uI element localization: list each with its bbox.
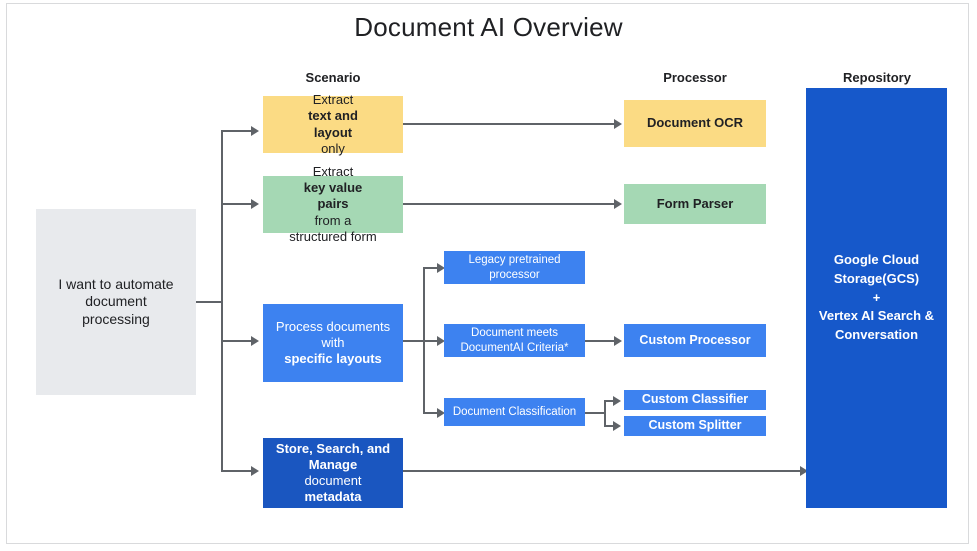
arrowhead-repository (800, 466, 808, 476)
connector-classification-spine (604, 400, 606, 427)
arrowhead-document-criteria (437, 336, 445, 346)
node-extract-key-value-pairs[interactable]: Extract key value pairs from a structure… (263, 164, 403, 244)
connector-to-custom-splitter (604, 425, 616, 427)
user-goal-line-2: document (85, 293, 147, 310)
custom-splitter-label: Custom Splitter (648, 418, 742, 433)
connector-input-to-scenario-1 (221, 130, 251, 132)
arrowhead-scenario-4 (251, 466, 259, 476)
scenario-4-line-2: Manage document (304, 456, 362, 488)
node-document-classification[interactable]: Document Classification (444, 398, 585, 426)
custom-classifier-label: Custom Classifier (641, 392, 749, 407)
legacy-processor-line-1: Legacy pretrained (468, 254, 561, 267)
arrowhead-document-ocr (614, 119, 622, 129)
document-criteria-line-2: DocumentAI Criteria* (460, 341, 569, 354)
arrowhead-legacy-processor (437, 263, 445, 273)
connector-criteria-to-custom-processor (585, 340, 614, 342)
connector-input-to-scenario-3 (221, 340, 251, 342)
custom-processor-label: Custom Processor (639, 332, 751, 347)
connector-input-stub (196, 301, 223, 303)
repository-line-3: + (872, 289, 881, 305)
node-document-meets-criteria[interactable]: Document meets DocumentAI Criteria* (444, 324, 585, 357)
connector-to-legacy-processor (423, 267, 441, 269)
node-user-goal[interactable]: I want to automate document processing (36, 209, 196, 395)
node-repository[interactable]: Google Cloud Storage(GCS) + Vertex AI Se… (806, 88, 947, 508)
node-extract-text-layout[interactable]: Extract text and layout only (263, 92, 403, 156)
connector-to-document-criteria (423, 340, 441, 342)
connector-to-custom-classifier (604, 400, 616, 402)
document-criteria-line-1: Document meets (471, 327, 558, 340)
arrowhead-scenario-2 (251, 199, 259, 209)
connector-store-to-repository (403, 470, 803, 472)
connector-scenario3-stub (403, 340, 425, 342)
scenario-2-line-2: pairs from a (314, 196, 352, 228)
user-goal-line-1: I want to automate (58, 275, 174, 292)
arrowhead-custom-processor (614, 336, 622, 346)
node-document-ocr[interactable]: Document OCR (624, 100, 766, 147)
scenario-2-line-3: structured form (289, 228, 377, 244)
scenario-2-line-1: Extract key value (303, 163, 363, 196)
arrowhead-scenario-3 (251, 336, 259, 346)
scenario-4-line-1: Store, Search, and (275, 440, 391, 456)
user-goal-line-3: processing (82, 310, 150, 327)
repository-line-5: Conversation (834, 327, 919, 343)
node-legacy-pretrained-processor[interactable]: Legacy pretrained processor (444, 251, 585, 284)
repository-line-4: Vertex AI Search & (818, 308, 935, 324)
node-form-parser[interactable]: Form Parser (624, 184, 766, 224)
node-custom-processor[interactable]: Custom Processor (624, 324, 766, 357)
scenario-1-line-2: layout only (313, 124, 353, 156)
connector-scenario1-to-document-ocr (403, 123, 614, 125)
arrowhead-form-parser (614, 199, 622, 209)
arrowhead-custom-classifier (613, 396, 621, 406)
connector-to-document-classification (423, 412, 441, 414)
scenario-4-line-3: metadata (304, 489, 362, 505)
column-header-repository: Repository (843, 70, 911, 85)
column-header-processor: Processor (663, 70, 727, 85)
page-title: Document AI Overview (354, 12, 623, 42)
node-custom-splitter[interactable]: Custom Splitter (624, 416, 766, 436)
scenario-1-line-1: Extract text and (308, 92, 358, 124)
arrowhead-scenario-1 (251, 126, 259, 136)
document-ocr-label: Document OCR (646, 115, 744, 131)
node-custom-classifier[interactable]: Custom Classifier (624, 390, 766, 410)
form-parser-label: Form Parser (656, 195, 734, 211)
repository-line-2: Storage(GCS) (833, 270, 920, 286)
node-store-search-manage[interactable]: Store, Search, and Manage document metad… (263, 438, 403, 508)
scenario-3-line-2: with specific layouts (284, 334, 382, 367)
legacy-processor-line-2: processor (489, 268, 540, 281)
node-process-specific-layouts[interactable]: Process documents with specific layouts (263, 304, 403, 382)
document-classification-label: Document Classification (452, 405, 577, 418)
arrowhead-custom-splitter (613, 421, 621, 431)
repository-line-1: Google Cloud (833, 251, 920, 267)
connector-input-to-scenario-4 (221, 470, 251, 472)
scenario-3-line-1: Process documents (275, 318, 391, 334)
connector-classification-stub (585, 412, 606, 414)
connector-scenario2-to-form-parser (403, 203, 614, 205)
connector-input-to-scenario-2 (221, 203, 251, 205)
connector-input-spine (221, 130, 223, 471)
arrowhead-document-classification (437, 408, 445, 418)
column-header-scenario: Scenario (305, 70, 361, 85)
